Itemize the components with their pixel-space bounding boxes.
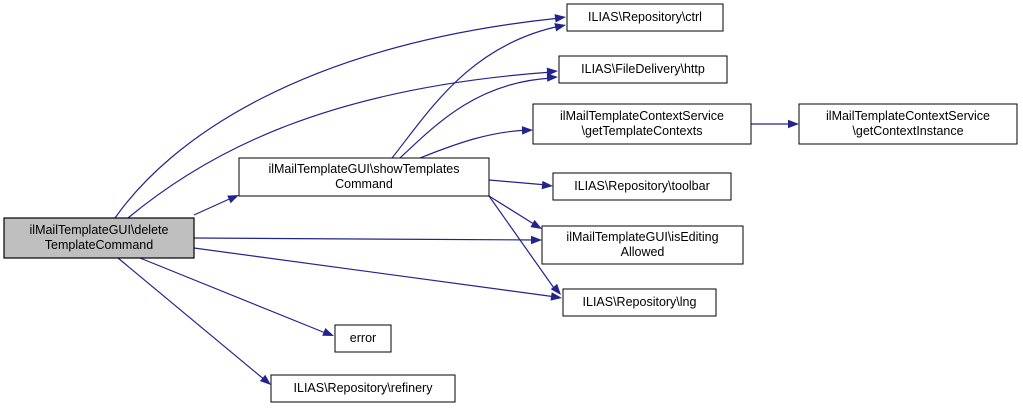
edge-arrowhead [521, 126, 533, 135]
edge-layer [114, 14, 799, 385]
edge-line [419, 129, 528, 159]
edge-line [488, 195, 557, 292]
edge-line [488, 179, 548, 186]
node-repository_lng[interactable]: ILIAS\Repository\lng [562, 288, 717, 317]
node-label-line: ILIAS\Repository\ctrl [588, 10, 702, 24]
call-edge-show_templates_command-to-repository_lng [488, 195, 561, 295]
call-edge-show_templates_command-to-get_template_contexts [419, 126, 533, 159]
edge-line [488, 195, 538, 227]
node-repository_refinery[interactable]: ILIAS\Repository\refinery [270, 374, 456, 403]
node-label-line: ilMailTemplateGUI\delete [30, 223, 169, 237]
call-edge-show_templates_command-to-repository_ctrl [391, 23, 566, 159]
node-label-line: ILIAS\Repository\refinery [294, 381, 434, 395]
node-box[interactable] [238, 157, 490, 197]
call-edge-delete_template_command-to-repository_refinery [117, 257, 271, 385]
edge-arrowhead [541, 180, 553, 190]
call-edge-delete_template_command-to-show_templates_command [193, 195, 239, 216]
node-box[interactable] [3, 217, 195, 259]
edge-arrowhead [546, 73, 558, 82]
edge-line [193, 237, 538, 241]
edge-arrowhead [259, 374, 271, 385]
call-edge-delete_template_command-to-filedelivery_http [127, 67, 558, 219]
node-label-line: \getContextInstance [852, 124, 963, 138]
edge-arrowhead [554, 14, 566, 23]
node-label-line: ilMailTemplateContextService [826, 109, 990, 123]
edge-arrowhead [322, 327, 334, 336]
call-edge-delete_template_command-to-error [139, 257, 334, 336]
node-label-line: ILIAS\Repository\lng [583, 295, 697, 309]
node-label-line: ilMailTemplateContextService [560, 109, 724, 123]
edge-arrowhead [227, 195, 239, 204]
node-box[interactable] [798, 103, 1018, 145]
edge-arrowhead [531, 235, 542, 245]
edge-arrowhead [530, 219, 542, 229]
edge-line [391, 25, 561, 159]
call-edge-show_templates_command-to-repository_toolbar [488, 179, 553, 190]
node-label-line: ILIAS\Repository\toolbar [574, 179, 710, 193]
node-label-line: TemplateCommand [45, 238, 153, 252]
edge-arrowhead [550, 283, 561, 295]
node-label-line: \getTemplateContexts [582, 124, 703, 138]
edge-line [399, 77, 553, 159]
call-edge-show_templates_command-to-is_editing_allowed [488, 195, 542, 229]
node-label-line: ilMailTemplateGUI\showTemplates [268, 162, 459, 176]
node-box[interactable] [562, 288, 717, 317]
node-label-line: Command [335, 177, 393, 191]
edge-line [127, 71, 553, 219]
edge-line [117, 257, 267, 382]
edge-arrowhead [550, 292, 562, 301]
edge-arrowhead [554, 23, 566, 32]
node-label-line: ILIAS\FileDelivery\http [581, 62, 705, 76]
node-get_template_contexts[interactable]: ilMailTemplateContextService\getTemplate… [532, 103, 752, 145]
node-label-line: error [350, 331, 376, 345]
edge-arrowhead [788, 119, 799, 129]
call-edge-delete_template_command-to-repository_ctrl [114, 14, 566, 219]
node-error[interactable]: error [334, 324, 392, 353]
node-box[interactable] [566, 3, 724, 32]
node-get_context_instance[interactable]: ilMailTemplateContextService\getContextI… [798, 103, 1018, 145]
edge-line [193, 247, 557, 298]
call-edge-get_template_contexts-to-get_context_instance [751, 119, 799, 129]
call-edge-delete_template_command-to-repository_lng [193, 247, 562, 301]
node-repository_toolbar[interactable]: ILIAS\Repository\toolbar [552, 172, 732, 201]
node-box[interactable] [541, 225, 744, 265]
node-box[interactable] [270, 374, 456, 403]
call-edge-delete_template_command-to-is_editing_allowed [193, 235, 542, 245]
node-layer: ilMailTemplateGUI\deleteTemplateCommandi… [3, 3, 1018, 403]
node-box[interactable] [532, 103, 752, 145]
node-repository_ctrl[interactable]: ILIAS\Repository\ctrl [566, 3, 724, 32]
node-label-line: Allowed [621, 245, 665, 259]
call-edge-show_templates_command-to-filedelivery_http [399, 73, 558, 159]
node-filedelivery_http[interactable]: ILIAS\FileDelivery\http [558, 55, 728, 84]
node-box[interactable] [558, 55, 728, 84]
node-box[interactable] [334, 324, 392, 353]
edge-line [114, 17, 561, 219]
node-label-line: ilMailTemplateGUI\isEditing [566, 230, 718, 244]
node-box[interactable] [552, 172, 732, 201]
edge-arrowhead [546, 67, 558, 76]
edge-line [139, 257, 329, 335]
